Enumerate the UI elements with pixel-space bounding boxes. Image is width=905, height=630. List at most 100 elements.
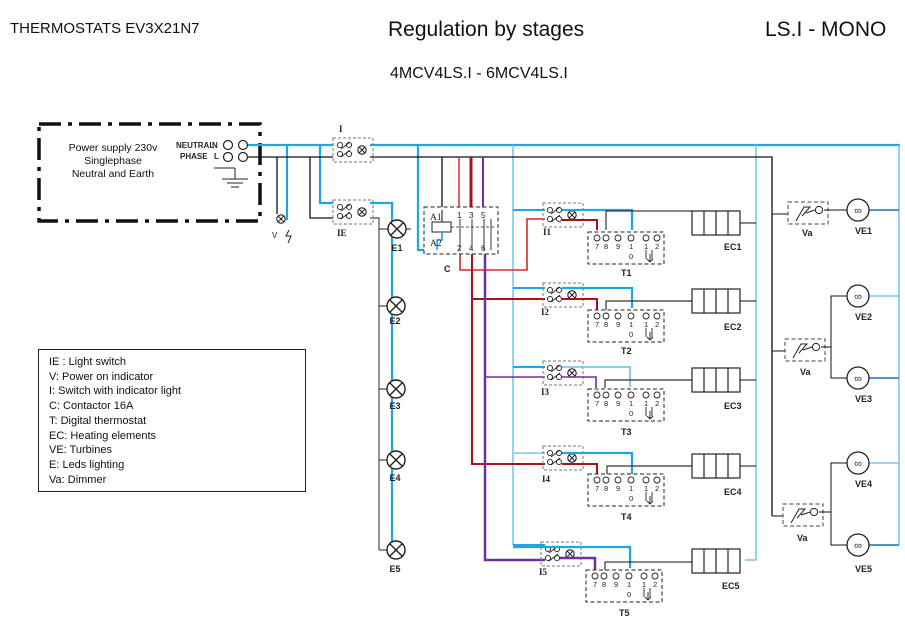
stage-switch-i1 [543, 203, 583, 227]
thermostat-terminal-label: 2 [655, 399, 659, 408]
thermostat-terminal-label: 8 [604, 399, 608, 408]
thermostat-terminal-label: 8 [602, 580, 606, 589]
led-e3: E3 [379, 379, 406, 411]
contactor-terminal-4: 4 [469, 244, 474, 253]
thermostat-label: T5 [619, 608, 630, 618]
led-label: E2 [389, 316, 400, 326]
neutral-terminal-label: N [212, 141, 218, 150]
thermostat-terminal-label: 7 [595, 484, 599, 493]
neutral-terminal-icon [222, 139, 234, 151]
stage-switch-i2 [543, 283, 583, 307]
lamp-icon [386, 379, 406, 399]
phase-terminal-out-icon [237, 151, 249, 163]
thermostat-terminal-label: 7 [595, 320, 599, 329]
phase-bus [248, 156, 773, 516]
heater-ec5-icon [691, 548, 741, 574]
turbine-ve1: ∞ VE1 [846, 198, 899, 236]
heater-label: EC5 [722, 581, 740, 591]
led-e1: E1 [379, 219, 411, 253]
thermostat-terminal-label: 1 [644, 320, 648, 329]
thermostat-terminal-label: 8 [604, 320, 608, 329]
thermostat-terminal-label: 1 [627, 580, 631, 589]
led-return-wire [370, 217, 380, 550]
turbine-label: VE5 [855, 564, 872, 574]
legend-item: Va: Dimmer [49, 473, 107, 486]
legend-item: V: Power on indicator [49, 370, 154, 383]
power-supply-line-1: Power supply 230v [69, 142, 158, 154]
contactor-feed-wires [458, 157, 484, 215]
thermostat-terminal-label: 7 [595, 399, 599, 408]
lamp-icon [386, 450, 406, 470]
turbine-label: VE2 [855, 312, 872, 322]
neutral-label: NEUTRAL [176, 141, 214, 150]
stage-1: I1 T1 EC1 [543, 203, 756, 278]
legend-item: VE: Turbines [49, 444, 112, 457]
legend-item: C: Contactor 16A [49, 400, 134, 413]
contactor-c: A1 A2 1 3 5 2 4 6 C [423, 206, 499, 274]
turbine-label: VE3 [855, 394, 872, 404]
neutral-light-bus [512, 145, 900, 561]
contactor-terminal-6: 6 [481, 244, 486, 253]
heater-label: EC2 [724, 322, 742, 332]
heater-label: EC3 [724, 401, 742, 411]
thermostat-terminal-label: 9 [616, 320, 620, 329]
stage-switch-label: I5 [539, 567, 548, 577]
thermostat-terminal-label: 2 [655, 320, 659, 329]
turbine-symbol: ∞ [854, 291, 862, 303]
thermostat-terminal-label: 8 [604, 484, 608, 493]
thermostat-t3 [587, 388, 665, 422]
stage-3: I3 T3 EC3 [541, 361, 756, 437]
coil-a2-label: A2 [430, 239, 442, 249]
thermostat-terminal-label: 1 [644, 484, 648, 493]
turbine-ve2: ∞ VE2 [846, 284, 899, 322]
thermostat-terminal-label: 1 [629, 320, 633, 329]
legend-item: I: Switch with indicator light [49, 385, 182, 398]
thermostat-terminal-label: 1 [629, 484, 633, 493]
stage-5: I5 T5 EC5 [513, 542, 741, 618]
stage1-wire [459, 218, 545, 271]
stage-neutral-wires [513, 209, 545, 546]
thermostat-terminal-label: 1 [642, 580, 646, 589]
legend-box: IE : Light switch V: Power on indicator … [38, 349, 306, 492]
heater-label: EC4 [724, 487, 742, 497]
legend-item: EC: Heating elements [49, 429, 156, 442]
thermostat-terminal-sub-label: 0 [629, 330, 633, 339]
stage-switch-label: I4 [542, 474, 551, 484]
turbine-symbol: ∞ [854, 373, 862, 385]
dimmer-label: Va [802, 228, 814, 238]
thermostat-terminal-label: 8 [604, 242, 608, 251]
turbine-symbol: ∞ [854, 458, 862, 470]
led-e5: E5 [379, 540, 406, 574]
thermostat-terminal-label: 9 [616, 484, 620, 493]
dimmer-2: Va [772, 295, 847, 379]
model-subtitle: 4MCV4LS.I - 6MCV4LS.I [390, 65, 568, 82]
diagram-title: Regulation by stages [388, 18, 585, 41]
dimmer-3: Va [772, 462, 847, 546]
thermostat-terminal-label: 1 [629, 242, 633, 251]
contactor-terminal-5: 5 [481, 211, 486, 220]
lightning-icon [285, 229, 292, 244]
thermostat-terminal-label: 9 [616, 242, 620, 251]
stage-2: I2 T2 EC2 [541, 283, 756, 356]
thermostat-terminal-label: 1 [644, 242, 648, 251]
stage-switch-label: I2 [541, 307, 550, 317]
power-indicator-v: V [272, 214, 292, 244]
main-switch-label: I [339, 124, 343, 134]
turbine-ve5: ∞ VE5 [846, 533, 899, 574]
heater-ec1-icon [691, 210, 741, 236]
contactor-coil-icon [431, 221, 452, 233]
turbine-label: VE1 [855, 226, 872, 236]
stage-switch-label: I1 [543, 227, 552, 237]
document-title: THERMOSTATS EV3X21N7 [10, 20, 200, 37]
dimmer-icon [787, 201, 829, 225]
earth-ground-icon [214, 167, 248, 188]
lamp-icon [387, 219, 407, 239]
thermostat-t4 [587, 473, 665, 507]
heater-ec3-icon [691, 367, 741, 393]
neutral-bus [248, 143, 900, 548]
dimmer-label: Va [800, 367, 812, 377]
heater-ec2-icon [691, 288, 741, 314]
phase-terminal-icon [222, 151, 234, 163]
